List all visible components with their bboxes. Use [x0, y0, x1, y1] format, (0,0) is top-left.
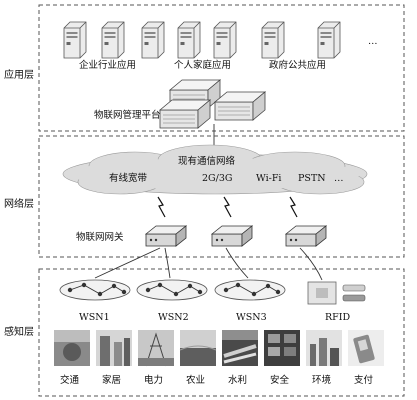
cloud-item-broadband: 有线宽带	[109, 172, 148, 184]
gateway-icon	[285, 225, 327, 247]
domain-photos	[54, 330, 384, 367]
wireless-link-icon	[223, 196, 232, 218]
server-label-home: 个人家庭应用	[174, 59, 231, 71]
layer-label-application: 应用层	[4, 68, 34, 81]
server-icon	[63, 21, 87, 59]
domain-label-agriculture: 农业	[186, 374, 205, 386]
cloud-item-mobile: 2G/3G	[202, 173, 232, 184]
photo-transport	[54, 330, 90, 366]
rfid-label: RFID	[325, 312, 350, 323]
domain-label-payment: 支付	[354, 374, 374, 386]
server-icon	[177, 21, 201, 59]
photo-water	[222, 330, 258, 366]
network-layer-box	[38, 135, 405, 258]
cloud-item-more: …	[334, 173, 344, 184]
perception-layer-box	[38, 268, 405, 397]
server-icon	[213, 21, 237, 59]
server-label-government: 政府公共应用	[269, 59, 326, 71]
layer-label-perception: 感知层	[4, 325, 34, 338]
layer-label-network: 网络层	[4, 197, 34, 210]
sensor-network-wsn2	[136, 279, 208, 301]
server-label-enterprise: 企业行业应用	[79, 59, 136, 71]
wireless-link-icon	[157, 196, 166, 218]
photo-security	[264, 330, 300, 366]
platform-label: 物联网管理平台	[94, 109, 161, 121]
domain-label-water: 水利	[228, 374, 247, 386]
server-icon	[261, 21, 285, 59]
network-cloud	[62, 144, 368, 195]
domain-label-environment: 环境	[312, 374, 332, 386]
application-layer-box	[38, 4, 405, 132]
gateway-icon	[145, 225, 187, 247]
gateway-links	[94, 247, 323, 281]
domain-label-security: 安全	[270, 374, 290, 386]
wsn2-label: WSN2	[158, 312, 189, 323]
photo-agriculture	[179, 330, 217, 366]
ellipsis-label: …	[368, 36, 378, 47]
server-icon	[101, 21, 125, 59]
domain-label-home: 家居	[102, 374, 121, 386]
server-row	[63, 21, 341, 59]
sensor-network-wsn3	[214, 279, 286, 301]
photo-power	[138, 330, 174, 367]
domain-label-power: 电力	[144, 374, 163, 386]
cloud-item-pstn: PSTN	[298, 173, 326, 184]
wsn3-label: WSN3	[236, 312, 267, 323]
gateway-label: 物联网网关	[76, 231, 124, 243]
photo-home	[96, 330, 132, 366]
platform-server-icon	[159, 99, 211, 129]
server-icon	[141, 21, 165, 59]
platform-servers	[159, 79, 266, 129]
domain-label-transport: 交通	[60, 374, 80, 386]
rfid-devices	[307, 281, 366, 305]
server-icon	[317, 21, 341, 59]
sensor-network-wsn1	[59, 279, 131, 301]
cloud-item-wifi: Wi-Fi	[256, 173, 281, 184]
photo-environment	[306, 330, 342, 366]
cloud-title: 现有通信网络	[178, 155, 236, 167]
wireless-link-icon	[289, 196, 298, 218]
wsn1-label: WSN1	[79, 312, 110, 323]
platform-server-icon	[214, 91, 266, 121]
photo-payment	[348, 330, 384, 366]
gateway-icon	[211, 225, 253, 247]
